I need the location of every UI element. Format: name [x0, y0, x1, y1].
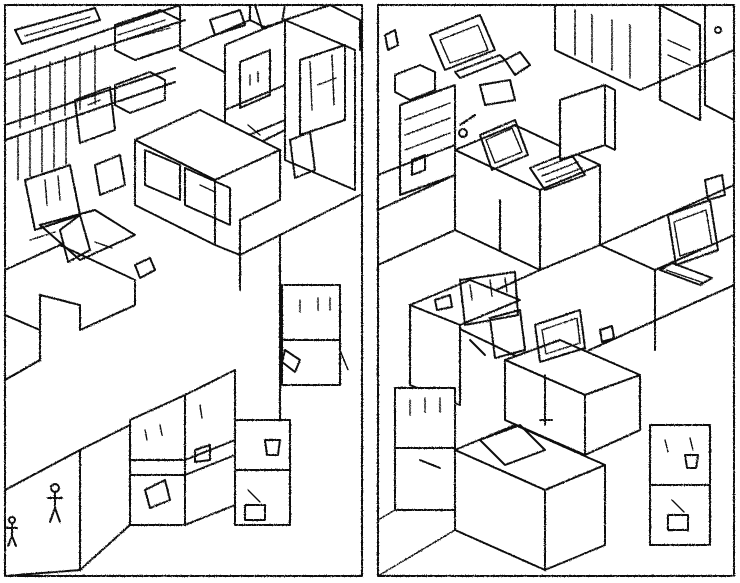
- right-panel: [377, 4, 735, 577]
- right-central-pod: [454, 84, 616, 271]
- left-panel: [4, 4, 363, 577]
- left-back-partition: [179, 5, 361, 191]
- left-lower-shelving: [129, 369, 291, 526]
- right-side-desk: [659, 174, 726, 286]
- right-lower-pod: [409, 271, 641, 456]
- left-door-wall: [5, 424, 131, 576]
- right-back-desk: [378, 14, 531, 196]
- left-mid-cabinet: [281, 284, 349, 386]
- right-bottom-cabinet: [378, 387, 606, 576]
- left-desk-unit: [24, 109, 281, 256]
- left-floor-lines: [5, 194, 361, 421]
- left-front-desk: [5, 209, 156, 381]
- right-bottom-shelf: [649, 424, 711, 546]
- left-back-shelves: [5, 5, 186, 181]
- right-back-shelves: [384, 5, 734, 121]
